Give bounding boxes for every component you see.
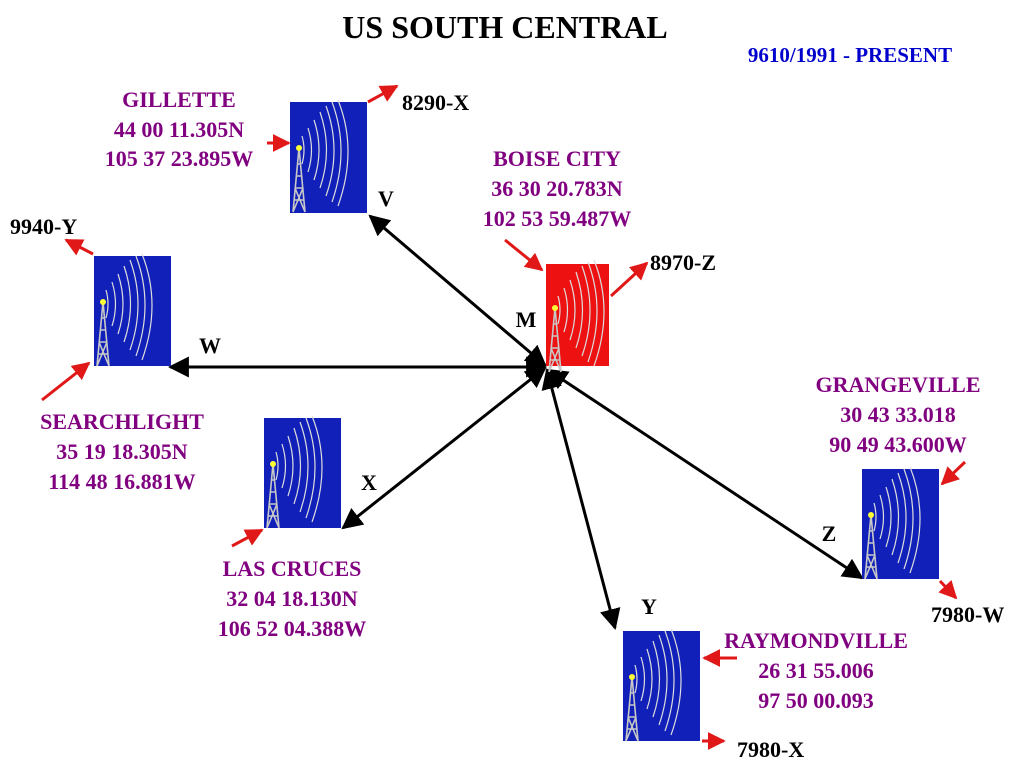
station-longitude: 105 37 23.895W <box>105 146 254 171</box>
link-label-z: Z <box>822 521 837 546</box>
station-grangeville: GRANGEVILLE 30 43 33.018 90 49 43.600W 7… <box>815 372 1004 627</box>
station-boise-city: BOISE CITY 36 30 20.783N 102 53 59.487W … <box>483 146 716 373</box>
red-arrow-in <box>41 361 91 402</box>
red-arrow-out <box>609 261 649 298</box>
diagram-title: US SOUTH CENTRAL <box>342 9 667 45</box>
station-longitude: 106 52 04.388W <box>218 616 367 641</box>
station-longitude: 97 50 00.093 <box>758 688 874 713</box>
station-name: BOISE CITY <box>493 146 621 171</box>
station-gillette: GILLETTE 44 00 11.305N 105 37 23.895W 82… <box>105 84 469 213</box>
red-arrow-out <box>938 579 958 600</box>
station-name: LAS CRUCES <box>223 556 362 581</box>
red-arrow-in <box>940 460 967 486</box>
station-latitude: 30 43 33.018 <box>840 402 956 427</box>
date-range-subtitle: 9610/1991 - PRESENT <box>748 43 952 67</box>
red-arrow-out <box>64 238 94 256</box>
emission-code: 9940-Y <box>10 214 77 239</box>
station-name: GRANGEVILLE <box>815 372 980 397</box>
transmitter-icon <box>623 631 700 741</box>
station-longitude: 102 53 59.487W <box>483 206 632 231</box>
station-latitude: 36 30 20.783N <box>491 176 623 201</box>
baseline-links <box>167 214 864 631</box>
station-searchlight: SEARCHLIGHT 35 19 18.305N 114 48 16.881W… <box>10 214 204 494</box>
transmitter-icon <box>290 102 367 213</box>
emission-code: 7980-W <box>931 602 1004 627</box>
station-latitude: 26 31 55.006 <box>758 658 874 683</box>
station-longitude: 90 49 43.600W <box>829 432 967 457</box>
station-latitude: 32 04 18.130N <box>226 586 358 611</box>
emission-code: 7980-X <box>737 737 804 762</box>
baseline-v <box>368 214 547 367</box>
transmitter-icon <box>94 256 171 366</box>
station-latitude: 35 19 18.305N <box>56 439 188 464</box>
baseline-x <box>341 366 547 530</box>
link-label-v: V <box>378 186 394 211</box>
station-raymondville: RAYMONDVILLE 26 31 55.006 97 50 00.093 7… <box>623 628 908 762</box>
master-transmitter-icon <box>546 264 609 366</box>
emission-code: 8290-X <box>402 90 469 115</box>
transmitter-icon <box>264 418 341 528</box>
transmitter-icon <box>862 469 939 579</box>
link-label-x: X <box>361 470 377 495</box>
red-arrow-in <box>231 528 264 548</box>
station-latitude: 44 00 11.305N <box>114 117 244 142</box>
station-name: SEARCHLIGHT <box>40 409 204 434</box>
link-label-m: M <box>516 307 537 332</box>
link-label-w: W <box>199 333 221 358</box>
emission-code: 8970-Z <box>650 250 716 275</box>
baseline-z <box>546 368 864 580</box>
link-label-y: Y <box>641 594 657 619</box>
station-las-cruces: LAS CRUCES 32 04 18.130N 106 52 04.388W <box>218 415 367 641</box>
red-arrow-out <box>367 84 399 104</box>
station-name: RAYMONDVILLE <box>724 628 908 653</box>
station-longitude: 114 48 16.881W <box>48 469 195 494</box>
red-arrow-in <box>504 238 544 272</box>
station-name: GILLETTE <box>122 87 236 112</box>
